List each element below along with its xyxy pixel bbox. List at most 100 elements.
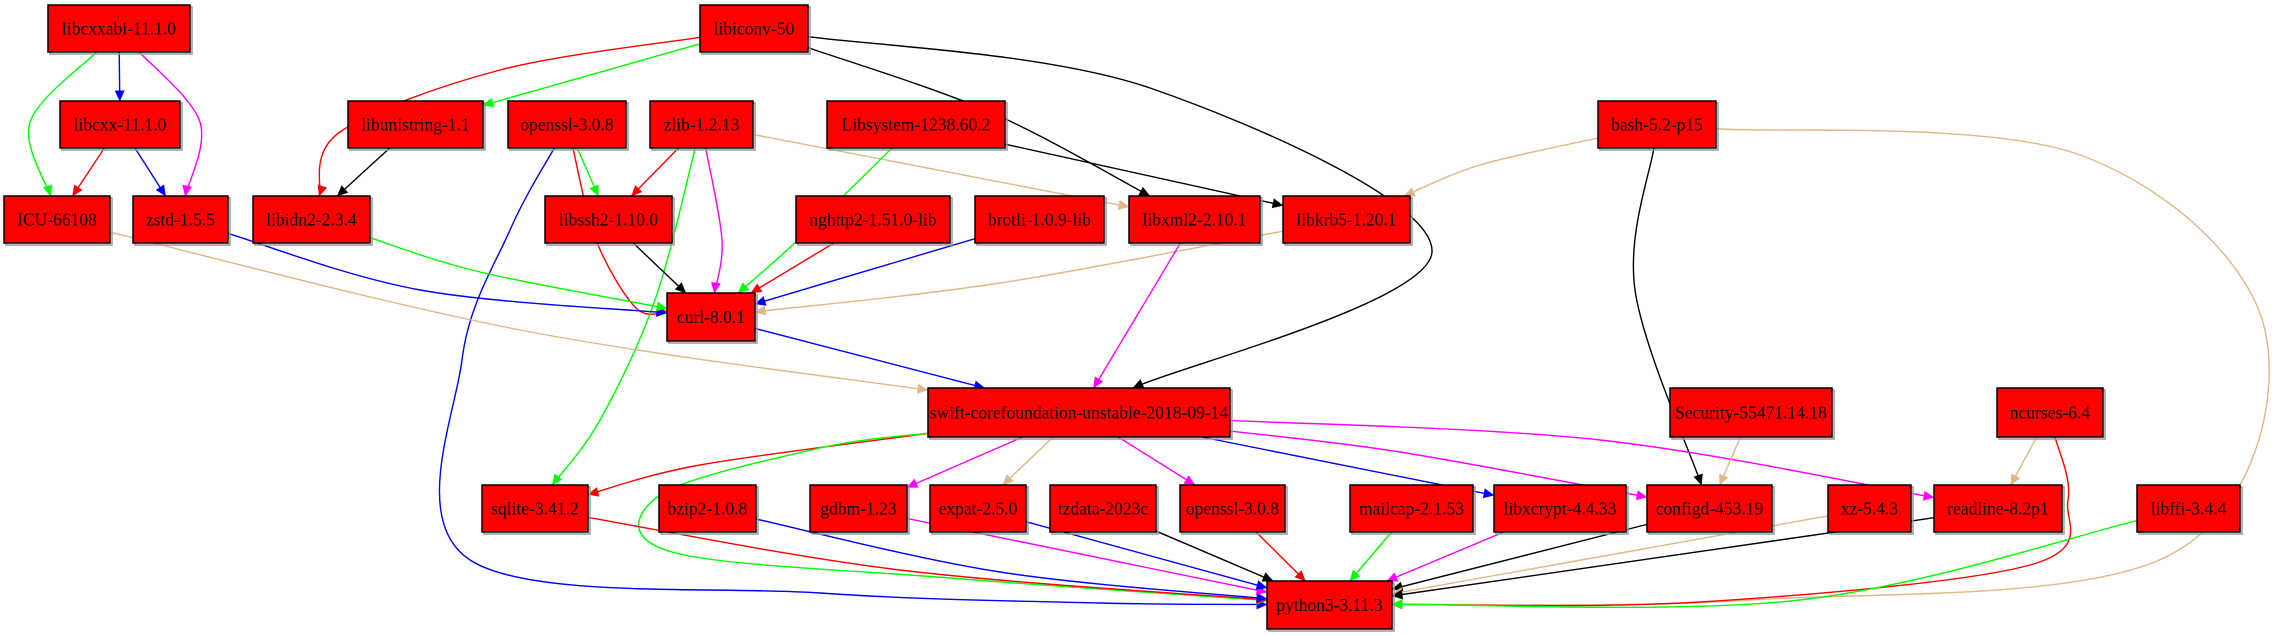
node-label-openssl_top: openssl-3.0.8 — [520, 115, 614, 135]
node-ncurses: ncurses-6.4 — [1996, 387, 2106, 440]
node-gdbm: gdbm-1.23 — [809, 484, 910, 535]
node-label-libcxx: libcxx-11.1.0 — [74, 115, 167, 135]
edge-libkrb5-to-curl — [754, 230, 1284, 316]
node-box-sqlite — [481, 484, 589, 533]
node-box-openssl_bottom — [1179, 484, 1286, 533]
edge-libssh2-to-curl — [632, 242, 687, 294]
node-box-libxcrypt — [1493, 484, 1627, 533]
node-label-swift_cf: swift-corefoundation-unstable-2018-09-14 — [930, 403, 1229, 423]
node-libunistring: libunistring-1.1 — [347, 100, 486, 151]
edge-libcxxabi-to-zstd — [138, 51, 203, 197]
node-label-libcxxabi: libcxxabi-11.1.0 — [62, 19, 176, 39]
node-libxml2: libxml2-2.10.1 — [1128, 195, 1263, 246]
edge-zlib-to-libssh2 — [631, 147, 679, 197]
node-box-libsystem — [826, 100, 1006, 149]
edge-libxcrypt-to-python3 — [1386, 531, 1505, 582]
node-box-curl — [666, 292, 756, 342]
node-box-xz — [1827, 484, 1912, 533]
node-configd: configd-453.19 — [1646, 484, 1775, 535]
node-label-bzip2: bzip2-1.0.8 — [668, 499, 748, 519]
node-bash: bash-5.2-p15 — [1597, 100, 1719, 151]
node-label-libxml2: libxml2-2.10.1 — [1142, 210, 1246, 230]
edges-layer — [27, 35, 2270, 610]
node-box-openssl_top — [507, 100, 627, 149]
node-box-brotli — [974, 195, 1105, 244]
node-box-python3 — [1266, 580, 1393, 630]
edge-swift_cf-to-expat — [1002, 436, 1054, 486]
edge-tzdata-to-python3 — [1155, 530, 1274, 582]
node-label-curl: curl-8.0.1 — [677, 307, 745, 327]
node-box-libiconv — [699, 4, 809, 53]
node-label-nghttp2: nghttp2-1.51.0-lib — [809, 210, 937, 230]
node-label-zlib: zlib-1.2.13 — [664, 115, 740, 135]
node-label-libidn2: libidn2-2.3.4 — [266, 210, 357, 230]
node-box-libcxxabi — [47, 4, 191, 53]
node-label-tzdata: tzdata-2023c — [1058, 499, 1149, 519]
node-xz: xz-5.4.3 — [1827, 484, 1914, 535]
edge-mailcap-to-python3 — [1349, 531, 1393, 582]
edge-openssl_top-to-python3 — [438, 147, 1268, 610]
edge-swift_cf-to-openssl_bottom — [1117, 436, 1196, 486]
edge-openssl_top-to-libssh2 — [576, 147, 599, 197]
node-label-libssh2: libssh2-1.10.0 — [559, 210, 658, 230]
node-box-tzdata — [1049, 484, 1157, 533]
node-box-gdbm — [809, 484, 908, 533]
node-curl: curl-8.0.1 — [666, 292, 758, 344]
node-expat: expat-2.5.0 — [929, 484, 1029, 535]
node-box-configd — [1646, 484, 1773, 533]
node-box-zstd — [132, 195, 229, 244]
edge-nghttp2-to-curl — [750, 242, 835, 294]
edge-swift_cf-to-readline — [1229, 419, 1935, 501]
edge-swift_cf-to-gdbm — [906, 436, 1024, 489]
node-libiconv: libiconv-50 — [699, 4, 811, 55]
node-box-mailcap — [1349, 484, 1474, 533]
node-box-readline — [1933, 484, 2063, 533]
node-label-libunistring: libunistring-1.1 — [361, 115, 469, 135]
node-label-libffi: libffi-3.4.4 — [2151, 499, 2227, 519]
node-bzip2: bzip2-1.0.8 — [658, 484, 759, 535]
node-label-libxcrypt: libxcrypt-4.4.33 — [1504, 499, 1617, 519]
edge-libiconv-to-libidn2 — [317, 36, 701, 197]
node-label-sqlite: sqlite-3.41.2 — [491, 499, 579, 519]
edge-zlib-to-libxml2 — [752, 133, 1130, 210]
node-tzdata: tzdata-2023c — [1049, 484, 1159, 535]
node-label-expat: expat-2.5.0 — [939, 499, 1018, 519]
edge-bash-to-configd — [1632, 147, 1703, 486]
edge-libiconv-to-libunistring — [482, 43, 701, 108]
node-box-security — [1669, 387, 1833, 438]
node-mailcap: mailcap-2.1.53 — [1349, 484, 1476, 535]
node-label-security: Security-55471.14.18 — [1675, 403, 1827, 423]
edge-curl-to-swift_cf — [754, 327, 986, 391]
node-security: Security-55471.14.18 — [1669, 387, 1835, 440]
node-label-openssl_bottom: openssl-3.0.8 — [1186, 499, 1280, 519]
node-box-icu — [3, 195, 111, 244]
node-box-libunistring — [347, 100, 484, 149]
edge-libxml2-to-swift_cf — [1093, 242, 1182, 389]
edge-zlib-to-curl — [704, 147, 723, 294]
edge-libcxxabi-to-icu — [27, 51, 98, 197]
edge-openssl_top-to-curl — [572, 147, 668, 316]
node-label-mailcap: mailcap-2.1.53 — [1359, 499, 1464, 519]
edge-bzip2-to-python3 — [755, 518, 1268, 603]
node-box-libcxx — [59, 100, 181, 149]
node-python3: python3-3.11.3 — [1266, 580, 1395, 632]
edge-libcxxabi-to-libcxx — [114, 51, 125, 102]
edge-ncurses-to-readline — [2010, 436, 2038, 486]
node-box-libffi — [2136, 484, 2241, 533]
node-libxcrypt: libxcrypt-4.4.33 — [1493, 484, 1629, 535]
edge-icu-to-swift_cf — [109, 231, 929, 394]
edge-openssl_bottom-to-python3 — [1255, 531, 1306, 582]
edge-swift_cf-to-sqlite — [587, 432, 929, 497]
node-label-readline: readline-8.2p1 — [1947, 499, 2049, 519]
node-box-bzip2 — [658, 484, 757, 533]
edge-configd-to-python3 — [1391, 523, 1648, 592]
node-icu: ICU-66108 — [3, 195, 113, 246]
node-libssh2: libssh2-1.10.0 — [544, 195, 675, 246]
node-openssl_top: openssl-3.0.8 — [507, 100, 629, 151]
edge-swift_cf-to-python3 — [638, 432, 1268, 605]
node-nghttp2: nghttp2-1.51.0-lib — [795, 195, 953, 246]
edge-libidn2-to-curl — [369, 237, 668, 312]
node-openssl_bottom: openssl-3.0.8 — [1179, 484, 1288, 535]
